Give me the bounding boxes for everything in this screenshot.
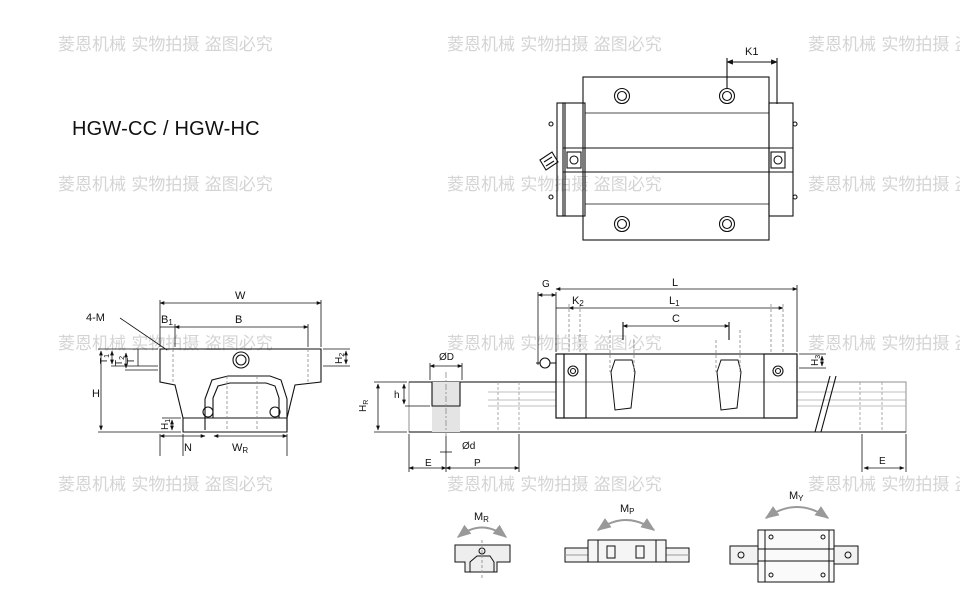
dim-H: H (92, 388, 100, 400)
dim-D: ØD (439, 352, 454, 363)
dim-T: T (126, 358, 137, 364)
dim-C: C (672, 313, 680, 325)
top-view (539, 58, 798, 241)
watermark-9: 菱恩机械 实物拍摄 盗图必究 (808, 334, 960, 354)
dim-d: Ød (462, 441, 475, 452)
dim-h: h (394, 390, 400, 401)
front-view (98, 300, 350, 456)
label-MR: MR (474, 511, 489, 524)
dim-K2: K2 (572, 295, 584, 308)
end-seal (556, 102, 566, 217)
watermark-1: 菱恩机械 实物拍摄 盗图必究 (58, 35, 273, 55)
label-4M: 4-M (86, 312, 105, 324)
watermark-6: 菱恩机械 实物拍摄 盗图必究 (808, 175, 960, 195)
moment-MR-diagram (454, 524, 511, 578)
dim-T2: T2 (114, 356, 126, 366)
dim-HR: HR (358, 400, 370, 412)
watermarks: 菱恩机械 实物拍摄 盗图必究 菱恩机械 实物拍摄 盗图必究 菱恩机械 实物拍摄 … (58, 35, 960, 495)
dim-E-left: E (425, 458, 432, 469)
dim-WR: WR (232, 442, 248, 455)
moment-MP-diagram (564, 518, 690, 563)
mount-hole (718, 87, 736, 105)
dim-T1: T1 (99, 354, 111, 364)
dim-E-right: E (879, 456, 886, 467)
watermark-3: 菱恩机械 实物拍摄 盗图必究 (808, 35, 960, 55)
watermark-12: 菱恩机械 实物拍摄 盗图必究 (808, 475, 960, 495)
dim-N: N (184, 442, 192, 454)
watermark-2: 菱恩机械 实物拍摄 盗图必究 (447, 35, 662, 55)
dim-L: L (672, 277, 678, 289)
end-cap-right (768, 102, 794, 217)
label-MY: MY (789, 490, 804, 503)
grease-fitting (232, 351, 250, 369)
rail-profile (204, 375, 288, 430)
dim-B: B (235, 314, 242, 326)
side-view (374, 285, 907, 472)
watermark-8: 菱恩机械 实物拍摄 盗图必究 (447, 334, 662, 354)
dim-K1: K1 (745, 46, 758, 58)
watermark-11: 菱恩机械 实物拍摄 盗图必究 (447, 475, 662, 495)
dim-G: G (542, 279, 550, 290)
dim-P: P (474, 458, 481, 469)
dim-H3: H3 (810, 355, 822, 366)
moment-MY-diagram (729, 506, 859, 583)
mount-hole (613, 87, 631, 105)
dim-H1: H1 (160, 419, 172, 430)
end-cap (562, 102, 586, 217)
label-MP: MP (620, 503, 635, 516)
break-mark (814, 375, 837, 433)
watermark-5: 菱恩机械 实物拍摄 盗图必究 (447, 175, 662, 195)
mount-hole (613, 215, 631, 233)
watermark-10: 菱恩机械 实物拍摄 盗图必究 (58, 475, 273, 495)
dim-H2: H2 (334, 353, 346, 364)
dim-W: W (235, 290, 246, 302)
watermark-7: 菱恩机械 实物拍摄 盗图必究 (58, 334, 273, 354)
product-title: HGW-CC / HGW-HC (72, 118, 260, 140)
rail (408, 381, 907, 433)
dim-L1: L1 (669, 295, 680, 308)
block-body (582, 76, 770, 241)
leader-4M (119, 317, 168, 351)
block-side (555, 353, 798, 419)
grease-nipple (539, 151, 559, 171)
grease-nipple-side (539, 357, 551, 369)
dim-B1: B1 (161, 314, 173, 327)
mount-hole (718, 215, 736, 233)
watermark-4: 菱恩机械 实物拍摄 盗图必究 (58, 175, 273, 195)
rail-bottom (182, 418, 288, 433)
